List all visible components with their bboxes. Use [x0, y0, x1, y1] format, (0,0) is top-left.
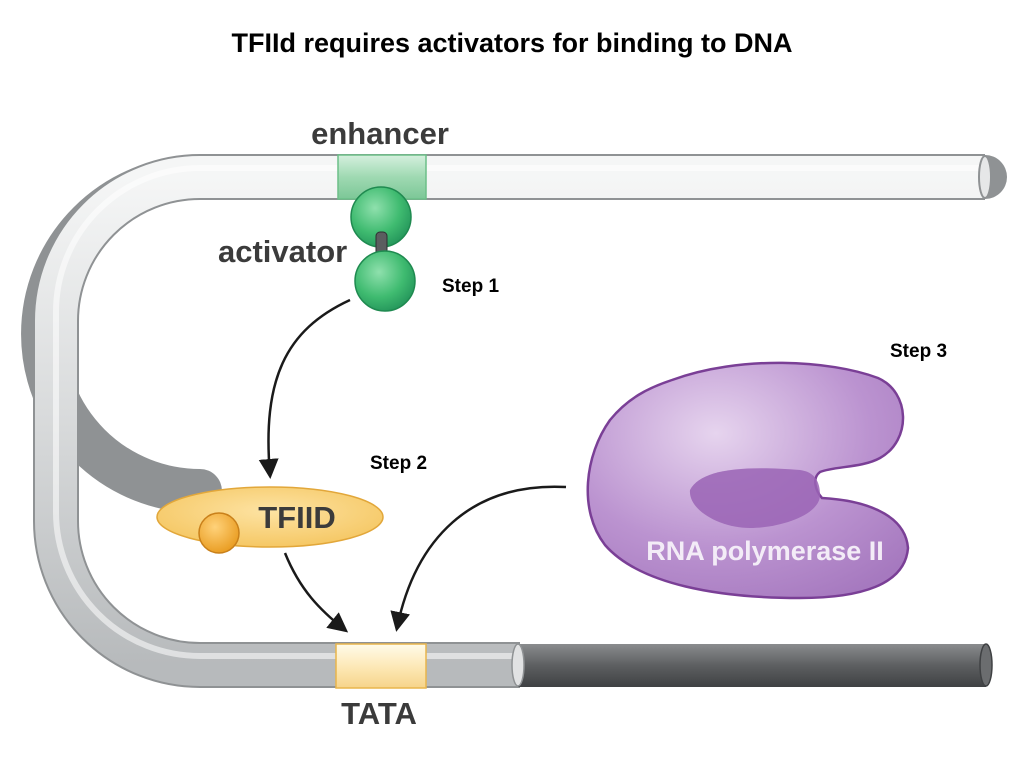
enhancer-label: enhancer	[311, 116, 449, 151]
dna-strand	[21, 154, 1007, 688]
step3-label: Step 3	[890, 341, 947, 362]
tfiid-label: TFIID	[258, 500, 336, 535]
tata-label: TATA	[341, 696, 417, 731]
step1-label: Step 1	[442, 276, 499, 297]
tfiid-protein	[156, 486, 384, 554]
arrow-activator-to-tfiid	[258, 298, 351, 479]
rna-polymerase-label: RNA polymerase II	[646, 536, 884, 566]
step2-label: Step 2	[370, 453, 427, 474]
arrow-polymerase-to-tata	[390, 485, 567, 632]
slide-title: TFIId requires activators for binding to…	[231, 28, 793, 58]
activator-label: activator	[218, 234, 347, 269]
activator-protein	[350, 186, 416, 312]
rna-polymerase-ii	[586, 361, 910, 600]
arrow-tfiid-to-tata	[283, 552, 349, 633]
tata-box	[335, 643, 427, 689]
gene-segment	[511, 643, 993, 687]
